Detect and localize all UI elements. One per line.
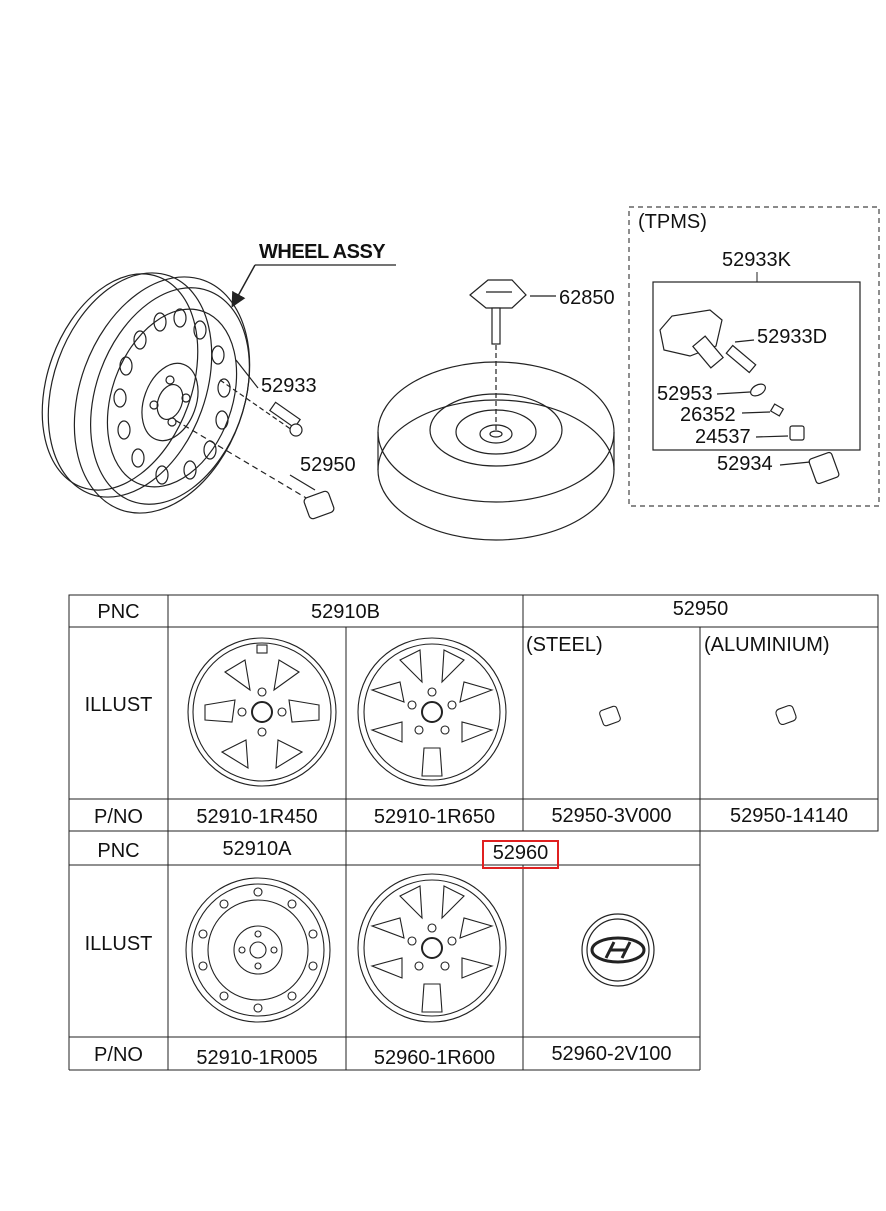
callout-52933K: 52933K	[722, 249, 791, 271]
valve-and-nut-drawing	[174, 359, 335, 520]
pnc-52960-highlight	[482, 840, 559, 869]
wheel-assy-leader	[231, 264, 256, 308]
pno-52950-3V000: 52950-3V000	[551, 805, 672, 827]
callout-52953: 52953	[657, 383, 713, 405]
callout-52934: 52934	[717, 453, 773, 475]
aluminium-nut-illust	[775, 704, 797, 726]
tpms-label: (TPMS)	[638, 211, 707, 233]
wheel-illust-52910-1R650	[357, 637, 507, 787]
wheel-assy-label: WHEEL ASSY	[259, 241, 386, 263]
callout-52933: 52933	[261, 375, 317, 397]
pno-52950-14140: 52950-14140	[730, 805, 848, 827]
callout-24537: 24537	[695, 426, 751, 448]
pno-52910-1R450: 52910-1R450	[196, 806, 318, 828]
row-label-pno-bottom: P/NO	[94, 1044, 143, 1066]
tpms-parts-drawing	[659, 309, 840, 485]
wheel-illust-52910-1R450	[187, 637, 337, 787]
pno-52960-1R600: 52960-1R600	[373, 1047, 496, 1069]
callout-52933D: 52933D	[757, 326, 828, 348]
pno-52910-1R650: 52910-1R650	[373, 806, 496, 828]
spare-tire-drawing	[377, 345, 615, 541]
wheel-illust-52960-1R600	[357, 873, 507, 1023]
pno-52960-2V100: 52960-2V100	[551, 1043, 672, 1065]
spare-tire-clamp-drawing	[469, 279, 556, 345]
pnc-52910B: 52910B	[311, 601, 380, 623]
steel-nut-illust	[599, 705, 621, 727]
row-label-illust-top: ILLUST	[84, 694, 153, 716]
pnc-52960: 52960	[492, 842, 549, 864]
center-cap-illust	[581, 913, 655, 987]
callout-26352: 26352	[680, 404, 736, 426]
row-label-pno-top: P/NO	[94, 806, 143, 828]
pno-52910-1R005: 52910-1R005	[196, 1047, 318, 1069]
callout-62850: 62850	[559, 287, 615, 309]
steel-wheel-assy-drawing	[41, 272, 251, 514]
tpms-group-box	[628, 206, 880, 507]
wheel-illust-52910-1R005	[185, 877, 331, 1023]
pnc-52950: 52950	[672, 598, 729, 620]
row-label-pnc-bottom: PNC	[97, 840, 140, 862]
pnc-52910A: 52910A	[222, 838, 292, 860]
callout-52950: 52950	[300, 454, 356, 476]
aluminium-label: (ALUMINIUM)	[704, 634, 830, 656]
row-label-illust-bottom: ILLUST	[84, 933, 153, 955]
row-label-pnc-top: PNC	[97, 601, 140, 623]
steel-label: (STEEL)	[526, 634, 603, 656]
